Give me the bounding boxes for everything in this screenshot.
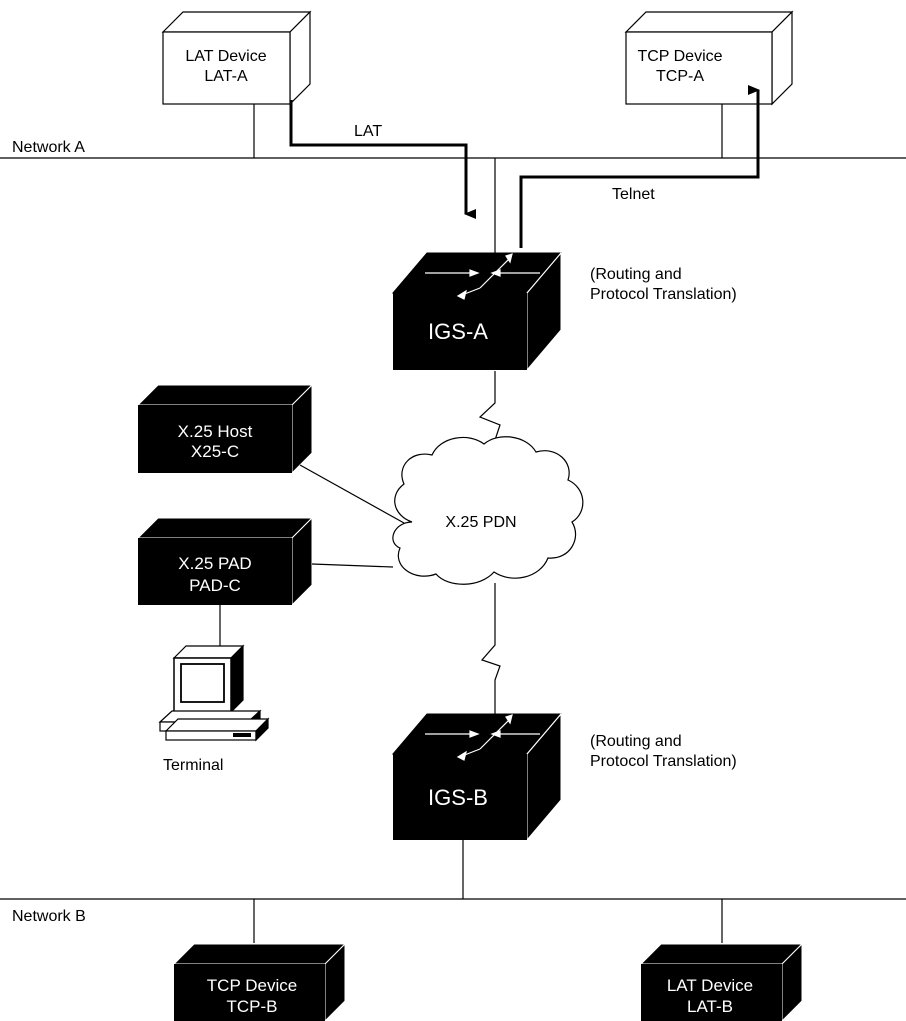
igs-b-front — [393, 754, 527, 840]
terminal-label: Terminal — [163, 757, 223, 774]
lat-a-line1: LAT Device — [185, 48, 266, 65]
igs-a-front — [393, 293, 527, 370]
tcp-a-line2: TCP-A — [656, 68, 704, 85]
x25-pad-front — [138, 538, 292, 605]
telnet-flow-arrow — [519, 85, 760, 248]
igs-a-router: IGS-A (Routing and Protocol Translation) — [391, 251, 737, 372]
igs-b-note-line1: (Routing and — [590, 733, 682, 750]
tcp-device-a: TCP Device TCP-A — [624, 10, 794, 158]
lat-flow-label: LAT — [354, 123, 382, 140]
tcp-a-front — [625, 31, 773, 105]
tcp-b-line1: TCP Device — [207, 976, 297, 995]
x25-pad: X.25 PAD PAD-C — [136, 516, 394, 646]
x25-pad-link — [311, 563, 394, 568]
x25-pdn-cloud: X.25 PDN — [392, 436, 584, 585]
lat-a-line2: LAT-A — [204, 68, 248, 85]
tcp-device-b: TCP Device TCP-B — [172, 942, 347, 1021]
x25-pad-line2: PAD-C — [189, 576, 241, 595]
lat-b-top — [639, 943, 804, 965]
igs-b-note-line2: Protocol Translation) — [590, 753, 737, 770]
lat-b-front — [641, 964, 782, 1021]
igs-b-router: IGS-B (Routing and Protocol Translation) — [391, 712, 737, 899]
tcp-a-top — [624, 11, 794, 33]
x25-host: X.25 Host X25-C — [136, 383, 405, 524]
x25-host-line2: X25-C — [191, 442, 239, 461]
pdn-label: X.25 PDN — [445, 514, 516, 531]
x25-pad-top — [136, 517, 314, 539]
lat-device-a: LAT Device LAT-A — [161, 10, 312, 158]
router-arrows-icon — [425, 714, 540, 761]
serial-link-igs-b — [480, 583, 501, 714]
x25-host-link — [299, 464, 405, 524]
pdn-cloud-shape — [392, 436, 584, 585]
tcp-b-front — [174, 964, 325, 1021]
telnet-flow-label: Telnet — [612, 186, 655, 203]
tcp-b-top — [172, 943, 347, 965]
terminal-icon — [158, 644, 270, 742]
x25-host-front — [138, 405, 292, 473]
igs-a-note-line2: Protocol Translation) — [590, 286, 737, 303]
igs-a-name: IGS-A — [428, 319, 488, 344]
network-b: Network B — [0, 898, 906, 943]
tcp-b-line2: TCP-B — [227, 997, 278, 1016]
x25-pad-line1: X.25 PAD — [178, 554, 251, 573]
network-b-label: Network B — [12, 908, 86, 925]
tcp-a-line1: TCP Device — [637, 48, 722, 65]
lat-a-top — [161, 11, 312, 33]
x25-host-top — [136, 384, 314, 406]
igs-b-name: IGS-B — [428, 785, 488, 810]
lat-a-front — [162, 31, 291, 105]
lat-device-b: LAT Device LAT-B — [639, 942, 804, 1021]
network-a: Network A — [0, 139, 906, 159]
lat-b-line2: LAT-B — [687, 997, 733, 1016]
x25-host-line1: X.25 Host — [178, 422, 253, 441]
router-arrows-icon — [425, 253, 540, 300]
network-a-label: Network A — [12, 139, 85, 156]
lat-flow-arrow — [289, 100, 476, 219]
igs-a-note-line1: (Routing and — [590, 266, 682, 283]
lat-b-line1: LAT Device — [667, 976, 753, 995]
